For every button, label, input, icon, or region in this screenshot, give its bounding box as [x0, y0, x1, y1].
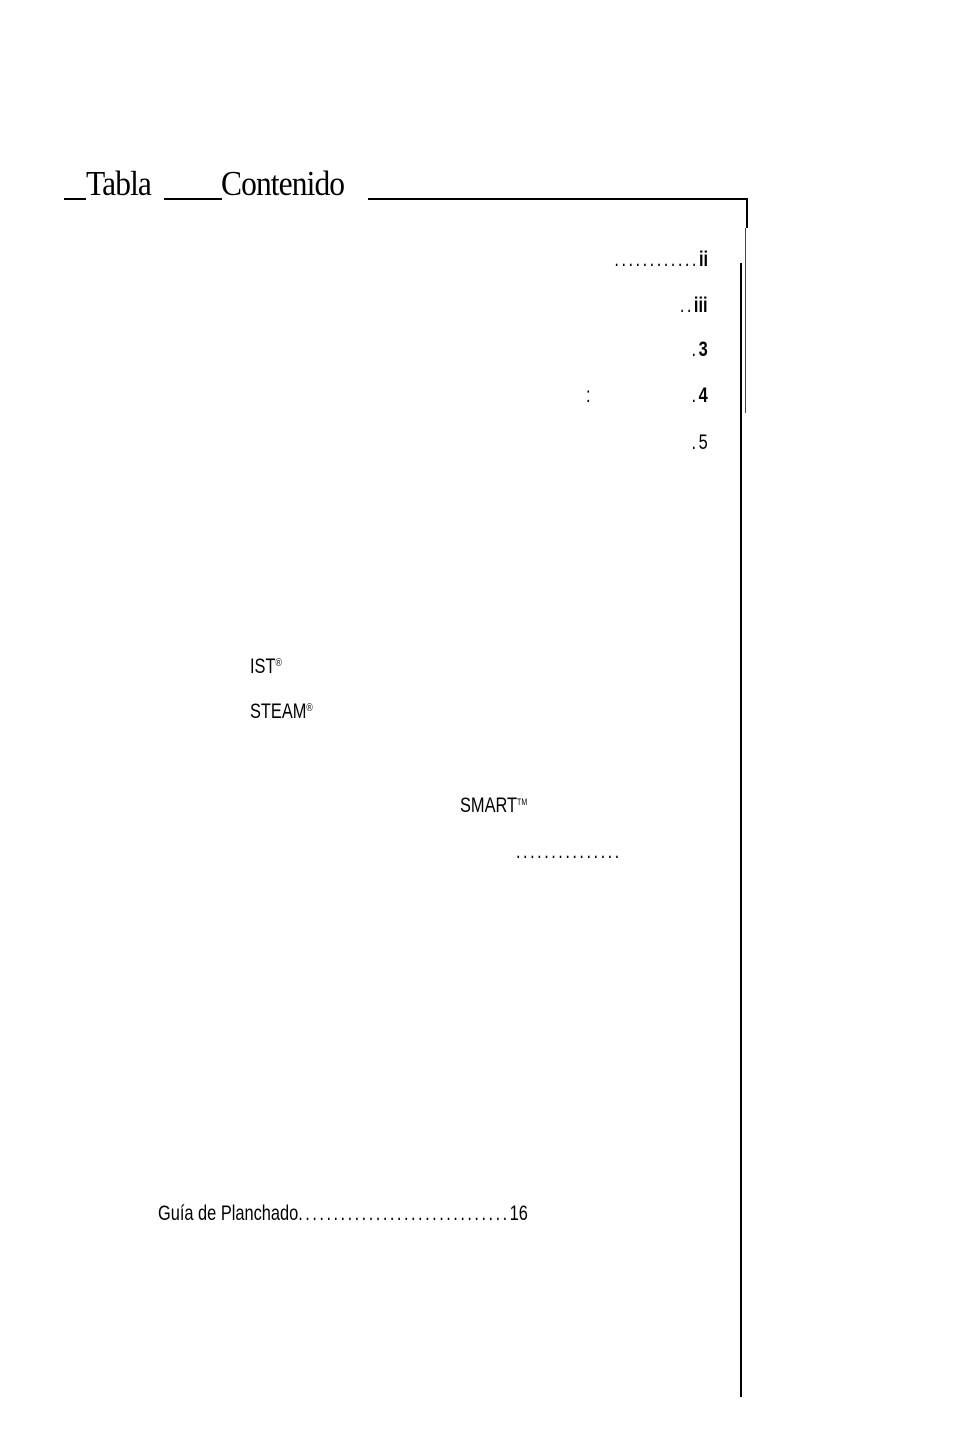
- toc-entry-ii[interactable]: ............ii: [614, 248, 708, 272]
- smart-leader-dots: ...............: [516, 840, 622, 863]
- toc-entry-iii[interactable]: ..iii: [680, 294, 708, 318]
- margin-rule-main: [740, 263, 742, 1397]
- toc-page-number: 5: [698, 431, 708, 454]
- header-rule-middle: [164, 198, 222, 200]
- toc-entry-4-marker: :: [586, 384, 591, 407]
- header-rule-corner: [746, 198, 748, 228]
- trademark-mark: TM: [517, 797, 528, 807]
- margin-rule-upper: [745, 228, 746, 413]
- toc-label: Guía de Planchado: [158, 1202, 299, 1225]
- toc-entry-4[interactable]: .4: [692, 384, 708, 408]
- page-title-word-tabla: Tabla: [86, 164, 152, 203]
- toc-entry-guia-de-planchado[interactable]: Guía de Planchado.......................…: [158, 1202, 528, 1226]
- trademark-text: SMART: [460, 794, 518, 817]
- trademark-text: STEAM: [250, 700, 307, 723]
- toc-page-number: iii: [694, 294, 708, 317]
- header-rule-right: [368, 198, 748, 200]
- trademark-ist: IST®: [250, 655, 282, 679]
- toc-leader: ............: [614, 248, 699, 271]
- header-rule-left: [64, 198, 86, 200]
- registered-mark: ®: [306, 702, 313, 714]
- trademark-smart: SMARTTM: [460, 794, 527, 818]
- toc-page-number: ii: [698, 248, 708, 271]
- toc-entry-3[interactable]: .3: [692, 338, 708, 362]
- toc-leader: ..: [680, 294, 695, 317]
- toc-entry-5[interactable]: .5: [692, 431, 708, 455]
- toc-leader: ..............................: [298, 1202, 510, 1225]
- trademark-text: IST: [250, 655, 276, 678]
- toc-page-number: 16: [509, 1202, 528, 1225]
- toc-page-number: 4: [698, 384, 708, 407]
- trademark-steam: STEAM®: [250, 700, 313, 724]
- toc-leader: .: [691, 384, 699, 407]
- toc-leader: .: [691, 338, 699, 361]
- registered-mark: ®: [275, 657, 282, 669]
- toc-page-number: 3: [698, 338, 708, 361]
- toc-leader: .: [691, 431, 699, 454]
- page-title-word-contenido: Contenido: [221, 164, 345, 203]
